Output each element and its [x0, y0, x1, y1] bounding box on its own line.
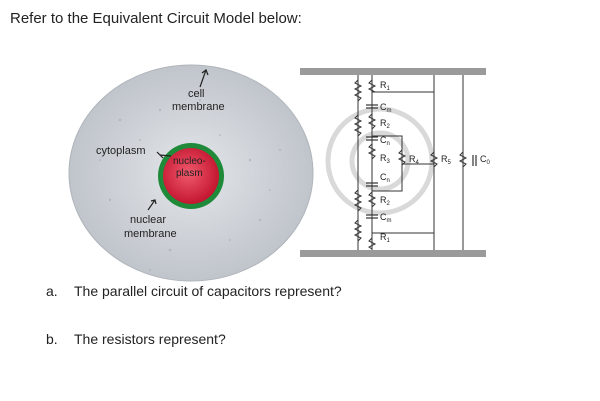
label-Cn-bot: Cn — [380, 172, 390, 184]
label-nuclear-membrane: membrane — [124, 228, 177, 240]
intro-text: Refer to the Equivalent Circuit Model be… — [10, 10, 302, 27]
label-cell-membrane: membrane — [172, 101, 225, 113]
question-b: b. The resistors represent? — [46, 331, 226, 347]
top-rail — [300, 68, 486, 75]
cytoplasm-texture — [99, 98, 281, 271]
label-R4: R4 — [409, 154, 420, 166]
question-a: a. The parallel circuit of capacitors rep… — [46, 283, 342, 299]
label-C0: C0 — [480, 154, 491, 166]
label-Cm-bot: Cm — [380, 212, 392, 224]
label-Cn-top: Cn — [380, 135, 390, 147]
label-nucleoplasm-1: nucleo- — [173, 156, 206, 167]
label-nucleoplasm-2: plasm — [176, 168, 203, 179]
label-R1-top: R1 — [380, 80, 391, 92]
label-R3: R3 — [380, 153, 391, 165]
bottom-rail — [300, 250, 486, 257]
equivalent-circuit-figure: cell membrane cytoplasm nucleo- plasm nu… — [68, 64, 491, 282]
capacitors — [366, 104, 477, 219]
question-a-label: a. — [46, 283, 58, 299]
label-arrows — [147, 69, 209, 211]
label-R5: R5 — [441, 154, 452, 166]
cell-diagram: cell membrane cytoplasm nucleo- plasm nu… — [68, 64, 314, 282]
question-a-text: The parallel circuit of capacitors repre… — [74, 283, 342, 299]
label-R1-bot: R1 — [380, 232, 391, 244]
circuit-model: R1 Cm R2 Cn R3 Cn R2 Cm R1 R4 R5 C0 — [300, 68, 491, 257]
label-cell: cell — [188, 88, 205, 100]
nucleoplasm — [163, 148, 219, 204]
resistor-chain — [353, 79, 468, 250]
label-cytoplasm: cytoplasm — [96, 145, 146, 157]
question-b-label: b. — [46, 331, 58, 347]
label-nuclear: nuclear — [130, 214, 166, 226]
label-Cm-top: Cm — [380, 102, 392, 114]
question-b-text: The resistors represent? — [74, 331, 226, 347]
label-R2-top: R2 — [380, 118, 391, 130]
label-R2-bot: R2 — [380, 195, 391, 207]
